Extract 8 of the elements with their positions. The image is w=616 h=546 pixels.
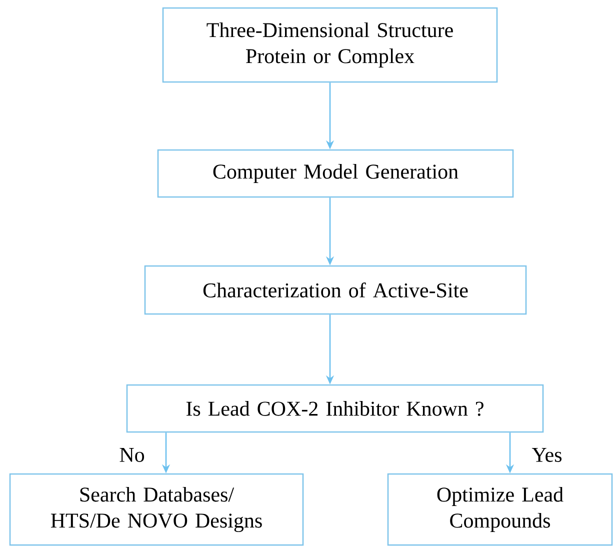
process-box: Characterization of Active-Site	[144, 265, 527, 315]
process-box: Is Lead COX-2 Inhibitor Known ?	[126, 384, 544, 433]
edge-label: Yes	[530, 447, 564, 463]
process-box: Search Databases/ HTS/De NOVO Designs	[9, 473, 304, 546]
process-box: Three-Dimensional Structure Protein or Complex	[162, 7, 498, 83]
process-box: Computer Model Generation	[157, 149, 514, 198]
edge-label: No	[118, 447, 146, 463]
process-box: Optimize Lead Compounds	[387, 473, 613, 546]
